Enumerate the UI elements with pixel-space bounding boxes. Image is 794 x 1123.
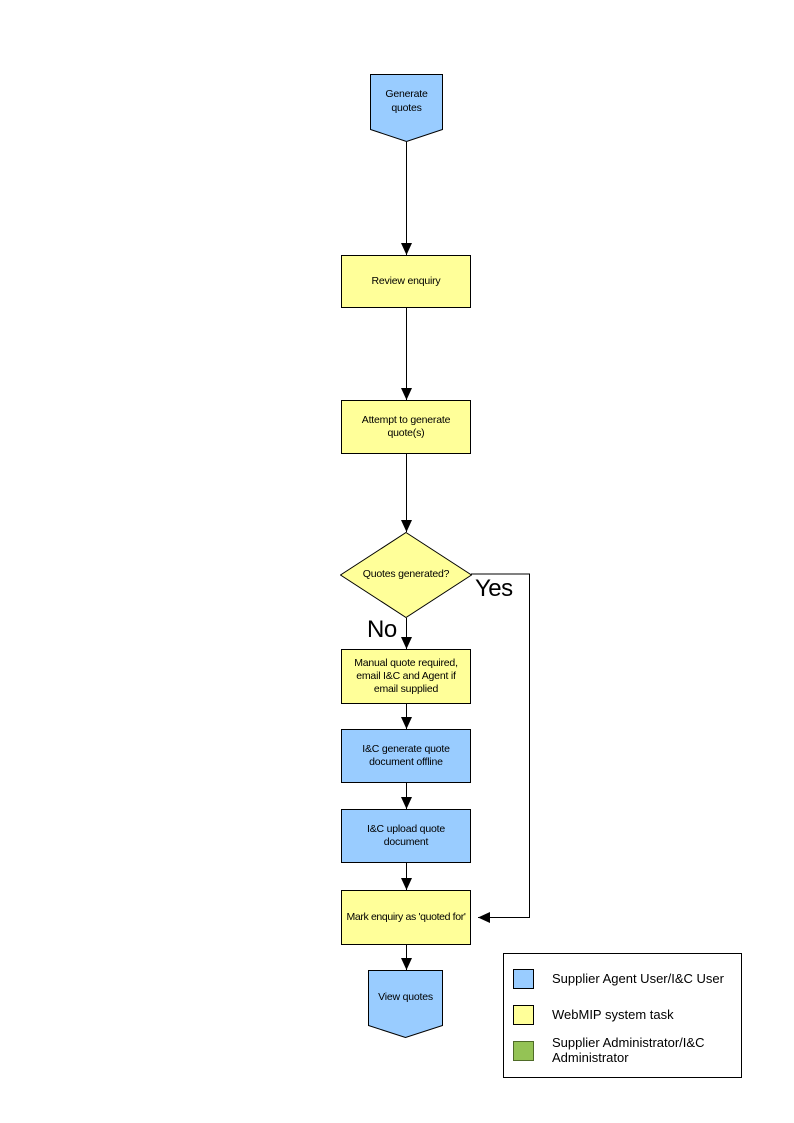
node-generate-quotes: Generate quotes (370, 74, 443, 142)
legend-item-supplier-agent-user: Supplier Agent User/I&C User (513, 966, 735, 992)
diamond-shape (340, 532, 472, 618)
node-label: I&C upload quote document (367, 822, 445, 848)
legend-swatch-yellow (513, 1005, 534, 1025)
legend-label: Supplier Agent User/I&C User (552, 970, 724, 986)
node-mark-enquiry-quoted-for: Mark enquiry as 'quoted for' (341, 890, 471, 945)
branch-label-no: No (367, 616, 397, 643)
node-label: Generate quotes (385, 88, 428, 114)
pentagon-down-shape (370, 74, 443, 142)
node-attempt-generate-quotes: Attempt to generate quote(s) (341, 400, 471, 454)
legend-label: WebMIP system task (552, 1006, 674, 1022)
legend-item-webmip-system-task: WebMIP system task (513, 1002, 735, 1028)
pentagon-down-shape (368, 970, 443, 1038)
node-ic-generate-quote-offline: I&C generate quote document offline (341, 729, 471, 783)
legend: Supplier Agent User/I&C User WebMIP syst… (503, 953, 742, 1078)
branch-label-yes: Yes (475, 575, 513, 602)
node-review-enquiry: Review enquiry (341, 255, 471, 308)
legend-swatch-blue (513, 969, 534, 989)
node-label: Quotes generated? (362, 568, 450, 581)
node-label: Manual quote required, email I&C and Age… (354, 656, 458, 696)
node-view-quotes: View quotes (368, 970, 443, 1038)
arrow-decision-yes-to-mark (471, 573, 530, 923)
legend-swatch-green (513, 1041, 534, 1061)
node-label: I&C generate quote document offline (362, 742, 450, 768)
node-label: Review enquiry (371, 274, 441, 287)
node-label: Mark enquiry as 'quoted for' (346, 910, 466, 923)
legend-item-supplier-administrator: Supplier Administrator/I&C Administrator (513, 1034, 735, 1068)
node-manual-quote-required: Manual quote required, email I&C and Age… (341, 649, 471, 704)
node-label: View quotes (378, 990, 433, 1003)
node-label: Attempt to generate quote(s) (361, 413, 451, 439)
node-quotes-generated-decision: Quotes generated? (340, 532, 472, 618)
node-ic-upload-quote-document: I&C upload quote document (341, 809, 471, 863)
legend-label: Supplier Administrator/I&C Administrator (552, 1035, 705, 1065)
